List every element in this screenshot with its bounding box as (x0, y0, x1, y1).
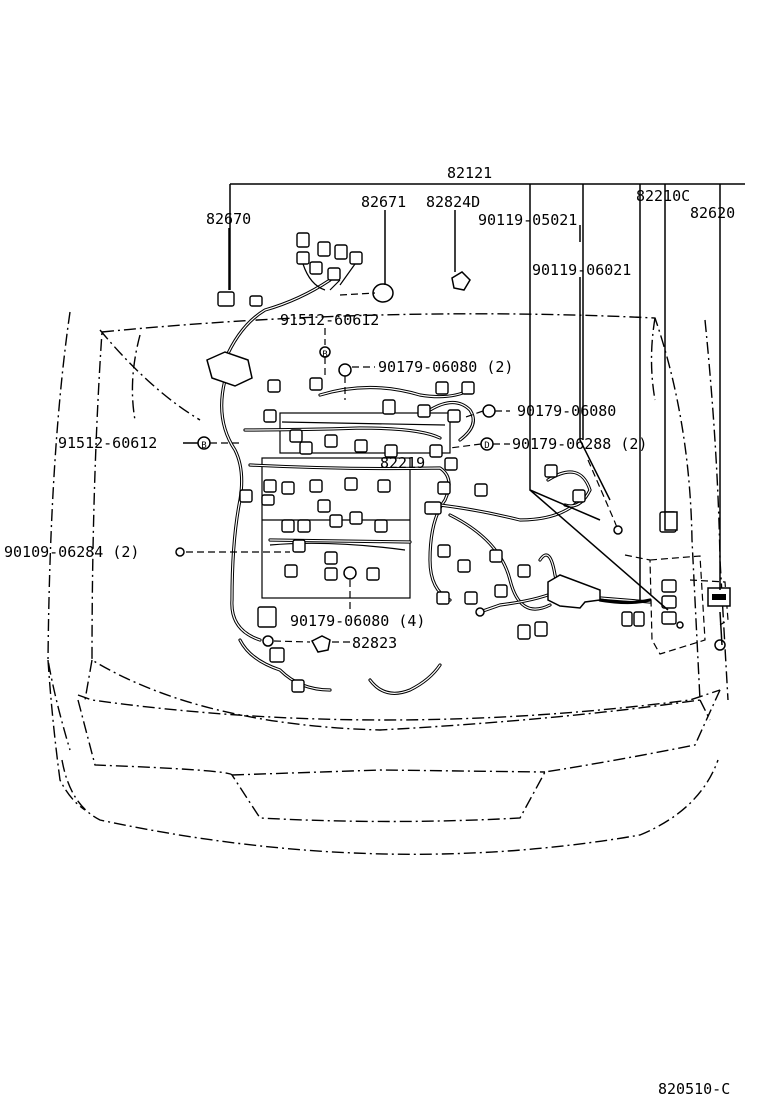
bolt-90179-06080-bottom-icon (343, 566, 357, 580)
small-parts (175, 271, 731, 653)
label-82121: 82121 (447, 164, 492, 182)
vehicle-body-outline (47, 311, 729, 855)
bolt-90109-06284-icon (175, 547, 185, 557)
harness-bracket (547, 574, 601, 609)
label-90179-06080-4: 90179-06080 (4) (290, 612, 425, 630)
label-91512-60612-left: 91512-60612 (58, 434, 157, 452)
part-number-labels: 82121 82670 82671 82824D 90119-05021 822… (4, 164, 735, 1098)
label-82219: 82219 (380, 454, 425, 472)
bolt-b-marker-left: B (201, 441, 206, 451)
bracket-82670-icon (206, 351, 253, 387)
bolt-b-marker-top: B (322, 350, 327, 360)
bolt-left-bottom-icon (262, 635, 274, 647)
grommet-82671-icon (372, 283, 394, 303)
label-91512-60612-top: 91512-60612 (280, 311, 379, 329)
clip-82824d-icon (451, 271, 471, 291)
bolt-90179-06080-icon (338, 363, 352, 377)
label-82823: 82823 (352, 634, 397, 652)
figure-code: 820510-C (658, 1080, 730, 1098)
label-82824d: 82824D (426, 193, 480, 211)
label-90179-06288-2: 90179-06288 (2) (512, 435, 647, 453)
clip-82823-icon (310, 635, 331, 653)
label-90179-06080: 90179-06080 (517, 402, 616, 420)
label-90179-06080-2: 90179-06080 (2) (378, 358, 513, 376)
harness-connectors (217, 232, 677, 693)
bolt-d-marker: D (484, 441, 489, 451)
bolt-90179-06080-right-icon (482, 404, 496, 418)
label-82210c: 82210C (636, 187, 690, 205)
label-90119-06021: 90119-06021 (532, 261, 631, 279)
leader-lines (183, 183, 745, 646)
label-82670: 82670 (206, 210, 251, 228)
label-82671: 82671 (361, 193, 406, 211)
label-90119-05021: 90119-05021 (478, 211, 577, 229)
label-90109-06284-2: 90109-06284 (2) (4, 543, 139, 561)
label-82620: 82620 (690, 204, 735, 222)
junction-block-outline (649, 555, 729, 655)
